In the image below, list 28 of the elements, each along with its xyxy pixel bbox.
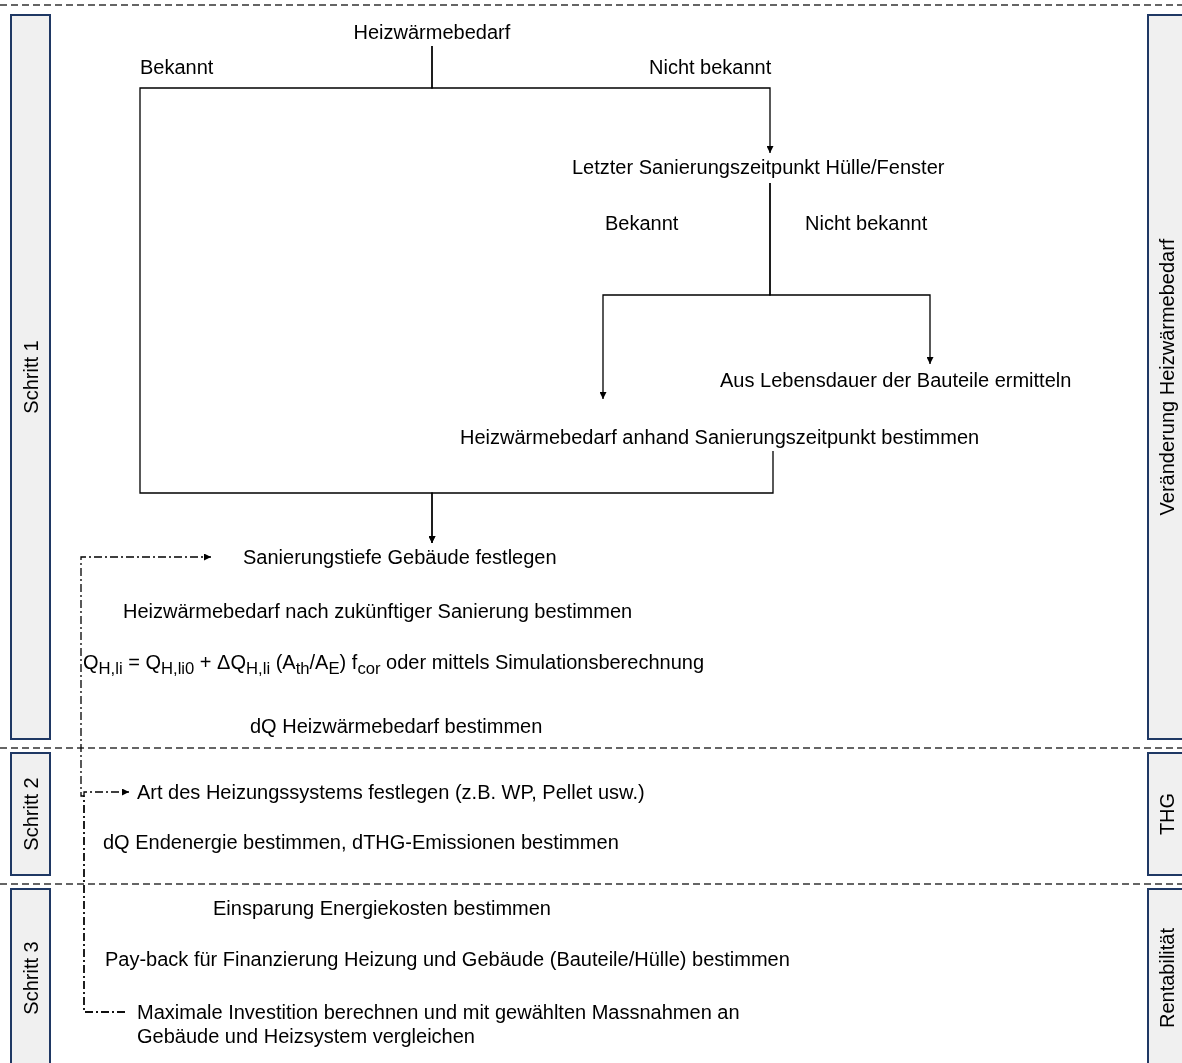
step-text: Heizwärmebedarf anhand Sanierungszeitpunkt bestimmen — [460, 425, 980, 449]
phase-band — [1147, 14, 1182, 740]
phase-band — [1147, 752, 1182, 876]
phase-label: Veränderung Heizwärmebedarf — [1155, 238, 1179, 516]
step-text: Maximale Investition berechnen und mit gewählten Massnahmen an Gebäude und Heizsystem vergleichen — [137, 1000, 777, 1048]
step-text: Einsparung Energiekosten bestimmen — [213, 896, 551, 920]
phase-label: Schritt 3 — [19, 941, 42, 1015]
step-text: dQ Heizwärmebedarf bestimmen — [250, 714, 543, 738]
step-text: Pay-back für Finanzierung Heizung und Gebäude (Bauteile/Hülle) bestimmen — [105, 947, 790, 971]
step-text: Heizwärmebedarf nach zukünftiger Sanierung bestimmen — [123, 599, 633, 623]
step-text: dQ Endenergie bestimmen, dTHG-Emissionen bestimmen — [103, 830, 619, 854]
decision-text: Heizwärmebedarf — [353, 20, 511, 44]
step-text: Aus Lebensdauer der Bauteile ermitteln — [720, 368, 1072, 392]
phase-band — [10, 752, 51, 876]
arrow — [428, 450, 774, 544]
arrow — [83, 788, 130, 1013]
decision-text: Letzter Sanierungszeitpunkt Hülle/Fenster — [572, 155, 945, 179]
phase-label: Rentabilität — [1155, 927, 1179, 1029]
arrow — [769, 182, 934, 365]
phase-band — [1147, 888, 1182, 1063]
phase-band — [10, 14, 51, 740]
phase-label: Schritt 2 — [19, 777, 42, 851]
phase-band — [10, 888, 51, 1063]
phase-label: THG — [1155, 792, 1179, 836]
phase-label: Schritt 1 — [19, 340, 42, 414]
step-text: Art des Heizungssystems festlegen (z.B. WP, Pellet usw.) — [137, 780, 645, 804]
formula-text: Q$_{H,li}$ = Q$_{H,li0}$ + ΔQ$_{H,li}$ (A$_{th}$/A$_{E}$) f$_{cor}$ oder mittels Simulationsberechnung — [83, 649, 705, 680]
step-text: Sanierungstiefe Gebäude festlegen — [243, 545, 557, 569]
